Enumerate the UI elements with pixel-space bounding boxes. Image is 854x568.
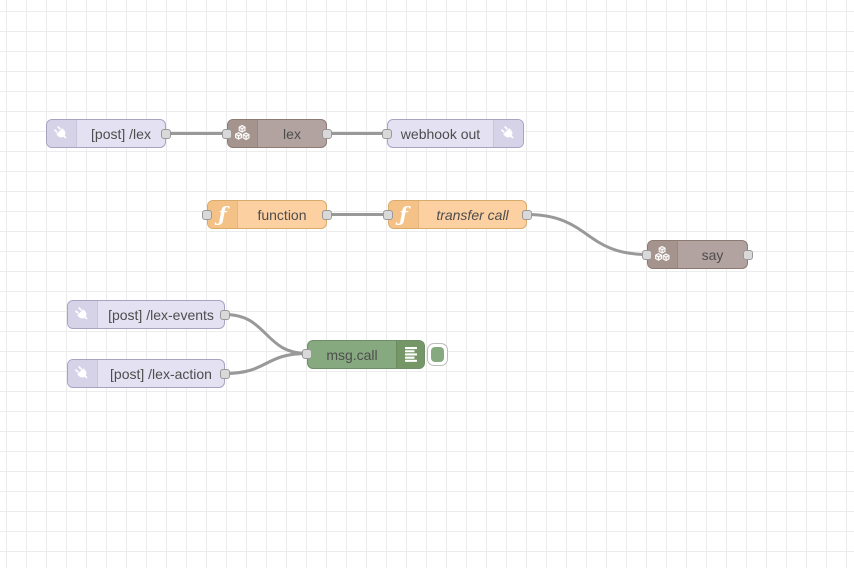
wire-transfercall-to-say[interactable] [525, 213, 649, 256]
port-out-function[interactable] [322, 209, 332, 220]
plug-icon [68, 360, 98, 387]
plug-icon [493, 120, 523, 147]
node-label: function [257, 206, 307, 223]
node-label: [post] /lex-action [110, 365, 212, 382]
port-in-lex[interactable] [222, 128, 232, 139]
port-in-msg-call[interactable] [302, 348, 312, 359]
node-http-in-post-lex[interactable]: [post] /lex [46, 119, 166, 148]
node-label: lex [283, 125, 301, 142]
debug-toggle-state [431, 347, 444, 362]
node-debug-msg-call[interactable]: msg.call [307, 340, 425, 369]
debug-enable-toggle[interactable] [427, 343, 448, 366]
port-out-transfer-call[interactable] [522, 209, 532, 220]
wire-lexevents-to-msgcall[interactable] [223, 313, 309, 355]
plug-icon [47, 120, 77, 147]
node-label: [post] /lex [91, 125, 151, 142]
cubes-icon [648, 241, 678, 268]
port-in-say[interactable] [642, 249, 652, 260]
node-label: webhook out [400, 125, 481, 142]
port-in-function[interactable] [202, 209, 212, 220]
function-icon: ƒ [208, 201, 238, 228]
plug-icon [68, 301, 98, 328]
port-out-post-lex[interactable] [161, 128, 171, 139]
node-label: transfer call [436, 206, 509, 223]
node-label: say [701, 246, 724, 263]
port-out-lex[interactable] [322, 128, 332, 139]
node-transfer-call[interactable]: ƒ transfer call [388, 200, 527, 229]
port-in-transfer-call[interactable] [383, 209, 393, 220]
port-out-post-lex-action[interactable] [220, 368, 230, 379]
node-label: [post] /lex-events [108, 306, 214, 323]
node-lex[interactable]: lex [227, 119, 327, 148]
port-out-say[interactable] [743, 249, 753, 260]
node-label: msg.call [326, 346, 378, 363]
node-function[interactable]: ƒ function [207, 200, 327, 229]
cubes-icon [228, 120, 258, 147]
node-webhook-out[interactable]: webhook out [387, 119, 524, 148]
wire-lexaction-to-msgcall[interactable] [223, 352, 309, 375]
port-out-post-lex-events[interactable] [220, 309, 230, 320]
node-http-in-post-lex-action[interactable]: [post] /lex-action [67, 359, 225, 388]
function-icon: ƒ [389, 201, 419, 228]
debug-list-icon [396, 341, 424, 368]
node-say[interactable]: say [647, 240, 748, 269]
node-http-in-post-lex-events[interactable]: [post] /lex-events [67, 300, 225, 329]
port-in-webhook-out[interactable] [382, 128, 392, 139]
